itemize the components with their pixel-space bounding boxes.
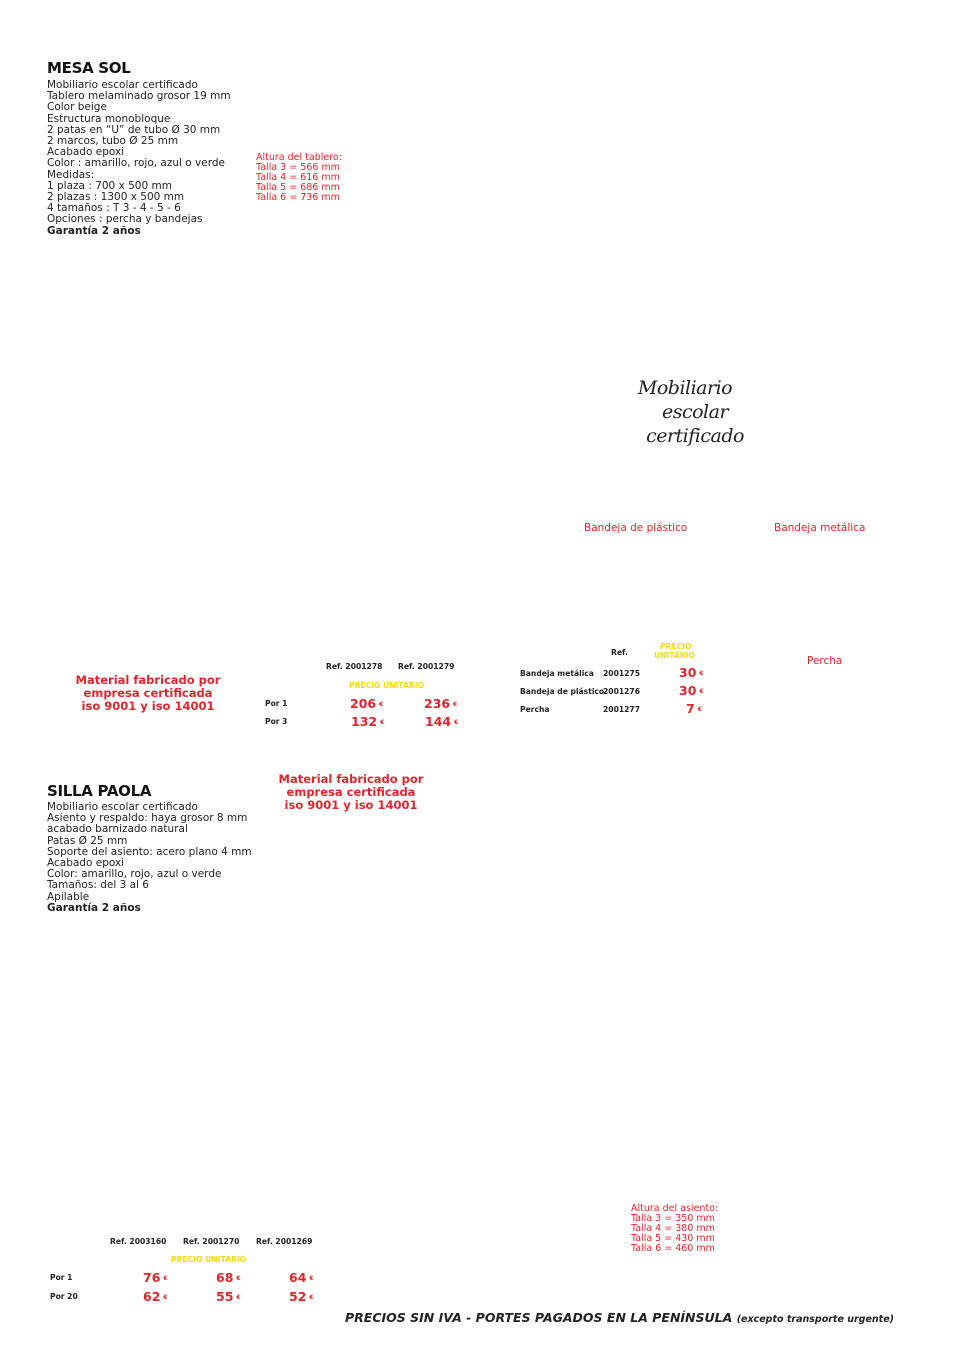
cert-line: iso 9001 y iso 14001 xyxy=(284,798,418,812)
mesa-price: 206€ xyxy=(350,696,384,711)
mesa-height-line: Talla 6 = 736 mm xyxy=(256,192,340,203)
cert-note-silla: Material fabricado por empresa certifica… xyxy=(261,773,441,812)
mesa-price: 236€ xyxy=(424,696,458,711)
mesa-row-label: Por 1 xyxy=(265,699,288,708)
silla-heights: Altura del asiento: Talla 3 = 350 mm Tal… xyxy=(631,1204,718,1254)
silla-ref-header: Ref. 2001270 xyxy=(183,1237,240,1246)
mesa-warranty: Garantía 2 años xyxy=(47,224,141,237)
mesa-line: Color beige xyxy=(47,101,107,114)
tagline: Mobiliario escolar certificado xyxy=(600,376,760,448)
accessory-name: Bandeja metálica xyxy=(520,669,594,678)
mesa-price-header: PRECIO UNITARIO xyxy=(349,681,425,690)
cert-line: Material fabricado por xyxy=(278,772,424,786)
mesa-price: 144€ xyxy=(425,714,459,729)
mesa-line: Opciones : percha y bandejas xyxy=(47,213,203,226)
footer-note: PRECIOS SIN IVA - PORTES PAGADOS EN LA P… xyxy=(345,1310,894,1325)
accessory-ref: 2001275 xyxy=(603,669,640,678)
mesa-line: 2 patas en “U” de tubo Ø 30 mm xyxy=(47,123,221,136)
mesa-line: 4 tamaños : T 3 - 4 - 5 - 6 xyxy=(47,202,181,215)
mesa-line: Acabado epoxi xyxy=(47,146,125,159)
silla-line: Mobiliario escolar certificado xyxy=(47,801,198,813)
tagline-line: Mobiliario xyxy=(637,377,733,399)
accessory-ref-header: Ref. xyxy=(611,648,628,657)
footer-main: PRECIOS SIN IVA - PORTES PAGADOS EN LA P… xyxy=(345,1310,733,1325)
mesa-description: Mobiliario escolar certificado Tablero m… xyxy=(47,79,231,237)
silla-price: 52€ xyxy=(289,1289,314,1304)
mesa-ref-header: Ref. 2001278 xyxy=(326,662,383,671)
accessory-ref: 2001277 xyxy=(603,705,640,714)
silla-warranty: Garantía 2 años xyxy=(47,901,141,914)
silla-line: Apilable xyxy=(47,890,90,903)
mesa-line: Mobiliario escolar certificado xyxy=(47,79,198,91)
mesa-title: MESA SOL xyxy=(47,59,131,77)
accessory-price: 30€ xyxy=(679,665,704,680)
mesa-ref-header: Ref. 2001279 xyxy=(398,662,455,671)
mesa-line: Medidas: xyxy=(47,168,95,181)
silla-height-line: Talla 4 = 380 mm xyxy=(631,1223,715,1234)
mesa-heights: Altura del tablero: Talla 3 = 566 mm Tal… xyxy=(256,153,342,203)
silla-height-line: Talla 5 = 430 mm xyxy=(631,1233,715,1244)
cert-line: iso 9001 y iso 14001 xyxy=(81,699,215,713)
mesa-line: 2 marcos, tubo Ø 25 mm xyxy=(47,135,179,148)
silla-height-line: Talla 6 = 460 mm xyxy=(631,1243,715,1254)
silla-ref-header: Ref. 2001269 xyxy=(256,1237,313,1246)
silla-line: Tamaños: del 3 al 6 xyxy=(47,879,149,892)
silla-line: Asiento y respaldo: haya grosor 8 mm xyxy=(47,812,248,825)
silla-description: Mobiliario escolar certificado Asiento y… xyxy=(47,801,252,914)
accessory-price: 7€ xyxy=(686,701,702,716)
silla-price: 55€ xyxy=(216,1289,241,1304)
silla-line: Color: amarillo, rojo, azul o verde xyxy=(47,868,222,881)
silla-row-label: Por 20 xyxy=(50,1292,78,1301)
silla-line: acabado barnizado natural xyxy=(47,823,188,836)
accessory-name: Percha xyxy=(520,705,550,714)
tagline-line: escolar certificado xyxy=(646,401,744,447)
mesa-line: Estructura monobloque xyxy=(47,112,171,125)
mesa-line: 2 plazas : 1300 x 500 mm xyxy=(47,191,185,204)
cert-note-mesa: Material fabricado por empresa certifica… xyxy=(58,674,238,713)
silla-line: Soporte del asiento: acero plano 4 mm xyxy=(47,845,252,858)
mesa-height-line: Altura del tablero: xyxy=(256,152,342,163)
label-bandeja-metalica: Bandeja metálica xyxy=(774,522,866,534)
silla-line: Patas Ø 25 mm xyxy=(47,834,128,847)
label-bandeja-plastico: Bandeja de plástico xyxy=(584,522,688,534)
silla-ref-header: Ref. 2003160 xyxy=(110,1237,167,1246)
footer-exception: (excepto transporte urgente) xyxy=(736,1314,894,1325)
silla-title: SILLA PAOLA xyxy=(47,782,152,800)
mesa-height-line: Talla 5 = 686 mm xyxy=(256,182,340,193)
mesa-line: Tablero melaminado grosor 19 mm xyxy=(47,90,231,103)
cert-line: empresa certificada xyxy=(83,686,213,700)
mesa-row-label: Por 3 xyxy=(265,717,288,726)
mesa-price: 132€ xyxy=(351,714,385,729)
silla-line: Acabado epoxi xyxy=(47,857,125,870)
mesa-height-line: Talla 3 = 566 mm xyxy=(256,162,340,173)
accessory-price-header: PRECIO UNITARIO xyxy=(654,642,695,660)
mesa-height-line: Talla 4 = 616 mm xyxy=(256,172,340,183)
label-percha: Percha xyxy=(807,655,843,667)
silla-height-line: Talla 3 = 350 mm xyxy=(631,1213,715,1224)
silla-height-line: Altura del asiento: xyxy=(631,1203,719,1214)
silla-price: 76€ xyxy=(143,1270,168,1285)
accessory-price: 30€ xyxy=(679,683,704,698)
cert-line: empresa certificada xyxy=(286,785,416,799)
silla-row-label: Por 1 xyxy=(50,1273,73,1282)
mesa-line: 1 plaza : 700 x 500 mm xyxy=(47,179,172,192)
mesa-line: Color : amarillo, rojo, azul o verde xyxy=(47,157,225,170)
silla-price: 62€ xyxy=(143,1289,168,1304)
accessory-ref: 2001276 xyxy=(603,687,640,696)
silla-price: 68€ xyxy=(216,1270,241,1285)
silla-price: 64€ xyxy=(289,1270,314,1285)
silla-price-header: PRECIO UNITARIO xyxy=(171,1255,247,1264)
cert-line: Material fabricado por xyxy=(75,673,221,687)
accessory-name: Bandeja de plástico xyxy=(520,687,605,696)
